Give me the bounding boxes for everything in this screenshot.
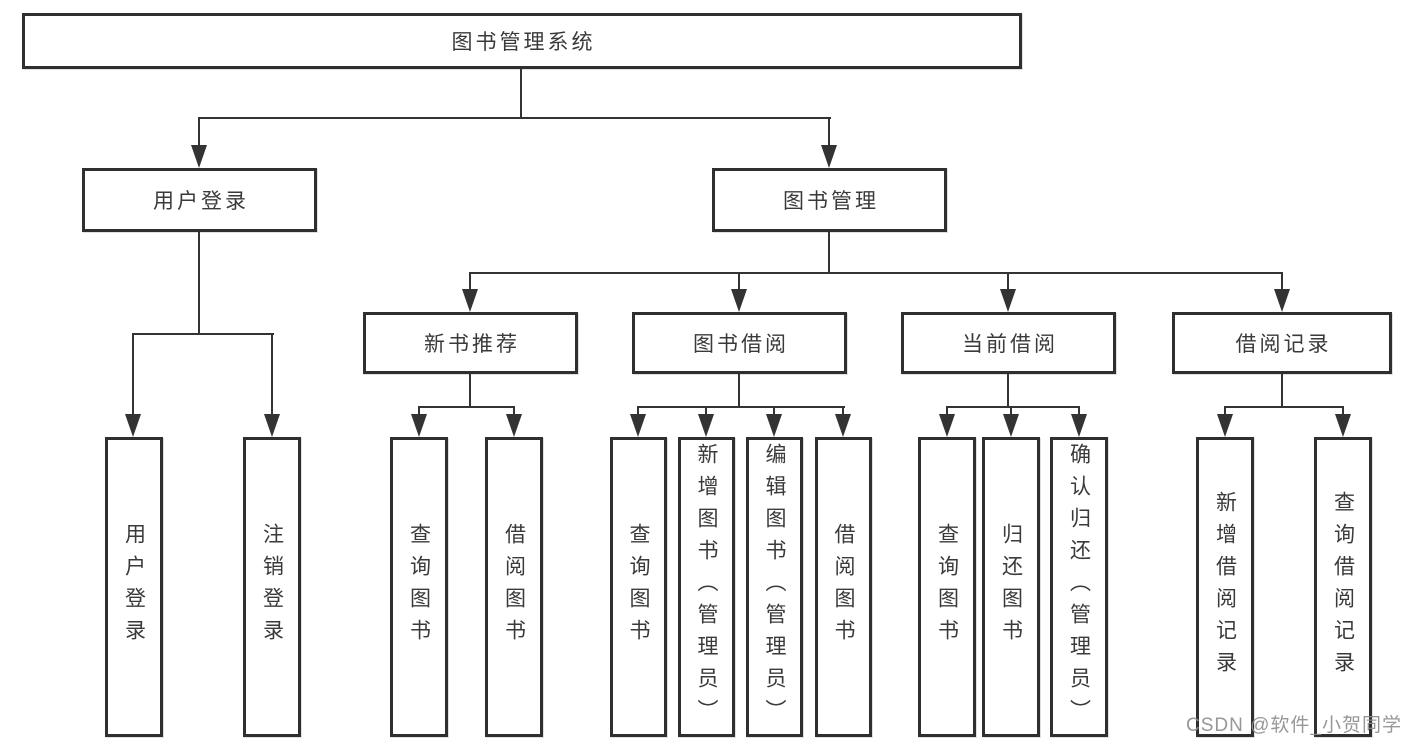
connector-user-login-split [132,333,274,335]
connector-drop-rec-borrow [513,406,515,416]
connector-drop-borrow-borrow [842,406,844,416]
leaf-borrow-add-books-admin: 新增图书（管理员） [678,437,735,737]
leaf-borrow-borrow-books-label: 借阅图书 [832,523,856,651]
node-root: 图书管理系统 [22,13,1022,69]
leaf-rec-query-books-label: 查询图书 [407,523,431,651]
leaf-current-query-books-label: 查询图书 [935,523,959,651]
connector-level3-split [469,272,1283,274]
connector-recommend-split [418,406,515,408]
leaf-borrow-borrow-books: 借阅图书 [815,437,872,737]
leaf-records-add-record: 新增借阅记录 [1196,437,1254,737]
connector-drop-current-query [946,406,948,416]
arrowhead-user-login [191,145,207,168]
arrowhead-book-management [821,145,837,168]
arrowhead-borrow-borrow [835,414,851,437]
leaf-logout-label: 注销登录 [260,523,284,651]
arrowhead-book-borrow [731,289,747,312]
arrowhead-records-query [1335,414,1351,437]
connector-book-management-trunk [828,232,830,274]
arrowhead-leaf-login [125,414,141,437]
connector-borrow-trunk [738,374,740,408]
connector-borrow-split [637,406,845,408]
connector-user-login-trunk [198,232,200,335]
arrowhead-borrow-add [698,414,714,437]
leaf-records-add-record-label: 新增借阅记录 [1213,491,1237,683]
arrowhead-current-borrow [1000,289,1016,312]
leaf-rec-borrow-books: 借阅图书 [485,437,543,737]
leaf-borrow-edit-books-admin: 编辑图书（管理员） [746,437,803,737]
node-borrow-records: 借阅记录 [1172,312,1392,374]
leaf-current-query-books: 查询图书 [918,437,976,737]
connector-level1-split [198,117,831,119]
connector-current-trunk [1007,374,1009,408]
connector-drop-borrow-add [705,406,707,416]
connector-drop-leaf-login [132,333,134,415]
arrowhead-new-book-recommend [462,289,478,312]
connector-drop-current-return [1010,406,1012,416]
connector-drop-user-login [198,117,200,148]
node-user-login: 用户登录 [82,168,317,232]
leaf-user-login: 用户登录 [105,437,163,737]
connector-drop-records-add [1224,406,1226,416]
connector-drop-book-borrow [738,272,740,290]
arrowhead-rec-borrow [506,414,522,437]
arrowhead-records-add [1217,414,1233,437]
watermark: CSDN @软件_小贺同学 [1186,715,1402,736]
connector-drop-new-book-recommend [469,272,471,290]
connector-root-trunk [520,69,522,118]
arrowhead-current-confirm [1071,414,1087,437]
arrowhead-rec-query [411,414,427,437]
connector-drop-leaf-logout [271,333,273,415]
leaf-borrow-query-books: 查询图书 [610,437,667,737]
leaf-user-login-label: 用户登录 [122,523,146,651]
leaf-borrow-edit-books-admin-label: 编辑图书（管理员） [763,443,787,731]
arrowhead-current-query [939,414,955,437]
leaf-borrow-query-books-label: 查询图书 [627,523,651,651]
connector-current-split [946,406,1080,408]
leaf-rec-borrow-books-label: 借阅图书 [502,523,526,651]
node-new-book-recommend: 新书推荐 [363,312,578,374]
arrowhead-leaf-logout [264,414,280,437]
arrowhead-borrow-records [1274,289,1290,312]
node-current-borrow: 当前借阅 [901,312,1116,374]
leaf-records-query-record: 查询借阅记录 [1314,437,1372,737]
node-book-borrow: 图书借阅 [632,312,847,374]
leaf-logout: 注销登录 [243,437,301,737]
node-book-management: 图书管理 [712,168,947,232]
leaf-current-return-books-label: 归还图书 [999,523,1023,651]
connector-drop-records-query [1342,406,1344,416]
leaf-borrow-add-books-admin-label: 新增图书（管理员） [695,443,719,731]
leaf-current-confirm-return-admin-label: 确认归还（管理员） [1067,443,1091,731]
connector-records-trunk [1281,374,1283,408]
connector-drop-current-confirm [1078,406,1080,416]
arrowhead-current-return [1003,414,1019,437]
connector-drop-rec-query [418,406,420,416]
connector-recommend-trunk [469,374,471,408]
leaf-current-return-books: 归还图书 [982,437,1040,737]
connector-records-split [1224,406,1344,408]
arrowhead-borrow-edit [766,414,782,437]
arrowhead-borrow-query [630,414,646,437]
connector-drop-borrow-query [637,406,639,416]
connector-drop-book-management [828,117,830,148]
connector-drop-borrow-edit [773,406,775,416]
connector-drop-borrow-records [1281,272,1283,290]
leaf-current-confirm-return-admin: 确认归还（管理员） [1050,437,1108,737]
leaf-records-query-record-label: 查询借阅记录 [1331,491,1355,683]
leaf-rec-query-books: 查询图书 [390,437,448,737]
connector-drop-current-borrow [1007,272,1009,290]
